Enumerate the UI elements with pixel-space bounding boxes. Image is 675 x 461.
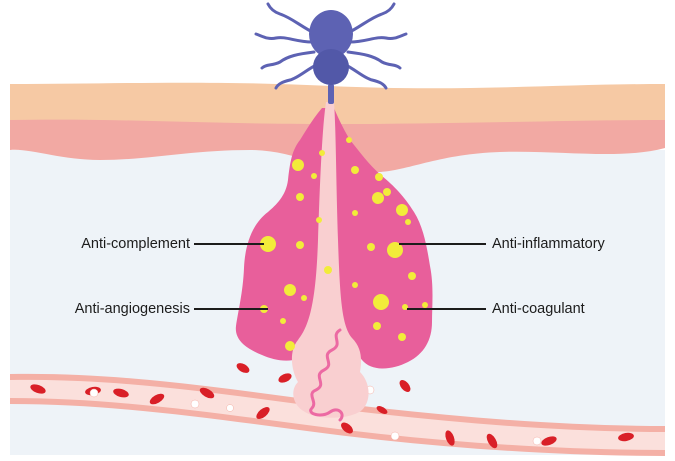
yellow-dot — [375, 173, 383, 181]
label-anti-inflammatory: Anti-inflammatory — [492, 235, 605, 253]
yellow-dot — [284, 284, 296, 296]
tick-head — [313, 49, 349, 85]
yellow-dot — [301, 295, 307, 301]
yellow-dot — [396, 204, 408, 216]
yellow-dot — [296, 193, 304, 201]
yellow-dot — [316, 217, 322, 223]
yellow-dot — [372, 192, 384, 204]
white-blood-cell — [391, 432, 399, 440]
tick-mouthparts — [328, 84, 334, 104]
yellow-dot — [367, 243, 375, 251]
white-blood-cell — [227, 405, 234, 412]
yellow-dot — [346, 137, 352, 143]
yellow-dot — [280, 318, 286, 324]
yellow-dot — [405, 219, 411, 225]
label-anti-coagulant: Anti-coagulant — [492, 300, 585, 318]
white-blood-cell — [191, 400, 199, 408]
yellow-dot — [352, 282, 358, 288]
yellow-dot — [292, 159, 304, 171]
white-blood-cell — [90, 389, 98, 397]
yellow-dot — [296, 241, 304, 249]
white-blood-cell — [533, 437, 541, 445]
yellow-dot — [352, 210, 358, 216]
yellow-dot — [285, 341, 295, 351]
yellow-dot — [422, 302, 428, 308]
yellow-dot — [383, 188, 391, 196]
label-anti-complement: Anti-complement — [81, 235, 190, 253]
yellow-dot — [324, 266, 332, 274]
yellow-dot — [398, 333, 406, 341]
label-anti-angiogenesis: Anti-angiogenesis — [75, 300, 190, 318]
yellow-dot — [408, 272, 416, 280]
yellow-dot — [311, 173, 317, 179]
yellow-dot — [373, 294, 389, 310]
yellow-dot — [373, 322, 381, 330]
yellow-dot — [319, 150, 325, 156]
yellow-dot — [351, 166, 359, 174]
